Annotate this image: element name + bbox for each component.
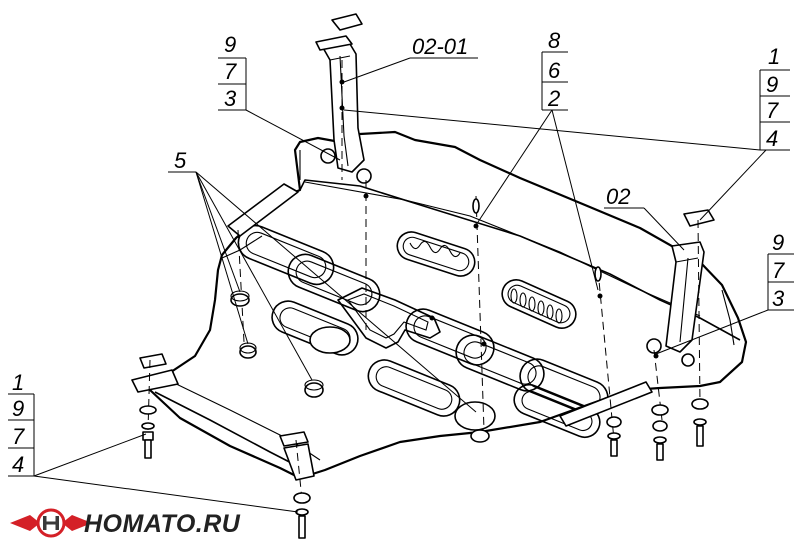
label-right-mid-1: 9 (772, 230, 784, 255)
rivet (339, 105, 345, 111)
tab-left (139, 353, 167, 369)
label-center-3: 2 (547, 86, 560, 111)
grommet (470, 429, 490, 443)
rear-edge (154, 391, 306, 471)
rib-slot (367, 359, 461, 417)
label-right-top-1: 1 (768, 44, 780, 69)
label-02: 02 (606, 184, 630, 209)
skid-plate (148, 130, 748, 480)
label-left-top-2: 7 (224, 59, 237, 84)
center-u-rib-inner (347, 293, 429, 339)
mount-hole (356, 168, 372, 184)
bracket-02 (665, 209, 715, 353)
skid-plate-outline (148, 130, 748, 480)
rib-slot-inner (245, 231, 327, 279)
clip-nut (472, 198, 480, 229)
access-hole (309, 326, 351, 354)
label-center-1: 8 (548, 28, 561, 53)
access-holes (309, 148, 695, 431)
vent-grille-right-inner (507, 284, 571, 324)
fasteners (139, 79, 709, 539)
bracket-02-tab (683, 209, 715, 227)
logo-text: HOMATO.RU (84, 510, 241, 538)
mount-hole (681, 353, 695, 367)
bracket-02-01-tab (331, 13, 363, 31)
rivet (339, 79, 345, 85)
rib-slot-inner (463, 341, 537, 385)
vent-slots-left (409, 240, 461, 258)
label-right-mid-3: 3 (772, 286, 785, 311)
vent-grille-right (501, 279, 577, 329)
bolt-stack-right-3 (691, 398, 709, 447)
vent-grille-left-inner (402, 236, 470, 272)
label-left-top-3: 3 (224, 86, 237, 111)
label-left-bottom-4: 4 (12, 452, 24, 477)
stamped-ribs (237, 224, 609, 439)
rib-slot-inner (521, 390, 593, 432)
grommet (239, 342, 257, 359)
homato-logo: HOMATO.RU (10, 508, 241, 538)
label-right-top-3: 7 (766, 98, 779, 123)
rivet (363, 193, 369, 199)
front-flange-inner (299, 150, 701, 317)
flange-left-top (227, 183, 299, 237)
bracket-02-fold (675, 257, 699, 343)
rib-slot-inner (295, 260, 373, 306)
label-right-mid-2: 7 (772, 258, 785, 283)
bracket-02-body (665, 241, 705, 353)
label-right-top-4: 4 (766, 126, 778, 151)
vent-grille-left (396, 231, 476, 277)
center-u-rib (337, 287, 441, 349)
rib-slot-inner (375, 366, 453, 410)
rib-slot (513, 383, 601, 439)
bracket-02-01-hook (315, 35, 353, 51)
bolt-stack-bottom (293, 492, 311, 539)
rib-slot (455, 334, 545, 392)
vent-grilles (396, 231, 577, 329)
mount-hole (320, 148, 336, 164)
label-right-top-2: 9 (766, 72, 778, 97)
vent-slots-right (510, 288, 563, 324)
rib-slot (405, 308, 495, 366)
label-02-01: 02-01 (412, 34, 468, 59)
label-left-bottom-2: 9 (12, 396, 24, 421)
rib-slot-inner (413, 315, 487, 359)
label-left-bottom-1: 1 (12, 370, 24, 395)
rivet (429, 315, 435, 321)
rivet (653, 353, 659, 359)
label-5: 5 (174, 148, 187, 173)
callout-labels: 9 7 3 02-01 8 6 2 1 9 7 4 5 02 9 7 3 1 9… (12, 28, 785, 477)
plate-flanges (131, 183, 653, 481)
grommet (304, 379, 324, 398)
flange-left-bottom (131, 369, 179, 393)
rivet (481, 341, 487, 347)
label-left-bottom-3: 7 (12, 424, 25, 449)
clip-nut (594, 266, 603, 299)
tab-bottom (279, 431, 309, 447)
flange-right-bottom (559, 381, 653, 427)
leader-lines (8, 51, 794, 513)
bolt-stack-right-1 (606, 416, 622, 457)
bolt-stack-right-2 (651, 404, 669, 461)
label-left-top-1: 9 (224, 32, 236, 57)
access-hole (454, 401, 496, 431)
logo-emblem-icon (10, 508, 92, 538)
label-center-2: 6 (548, 58, 561, 83)
rib-slot (287, 253, 381, 313)
flange-bottom-center (283, 443, 315, 481)
bolt-stack-left (139, 405, 157, 459)
